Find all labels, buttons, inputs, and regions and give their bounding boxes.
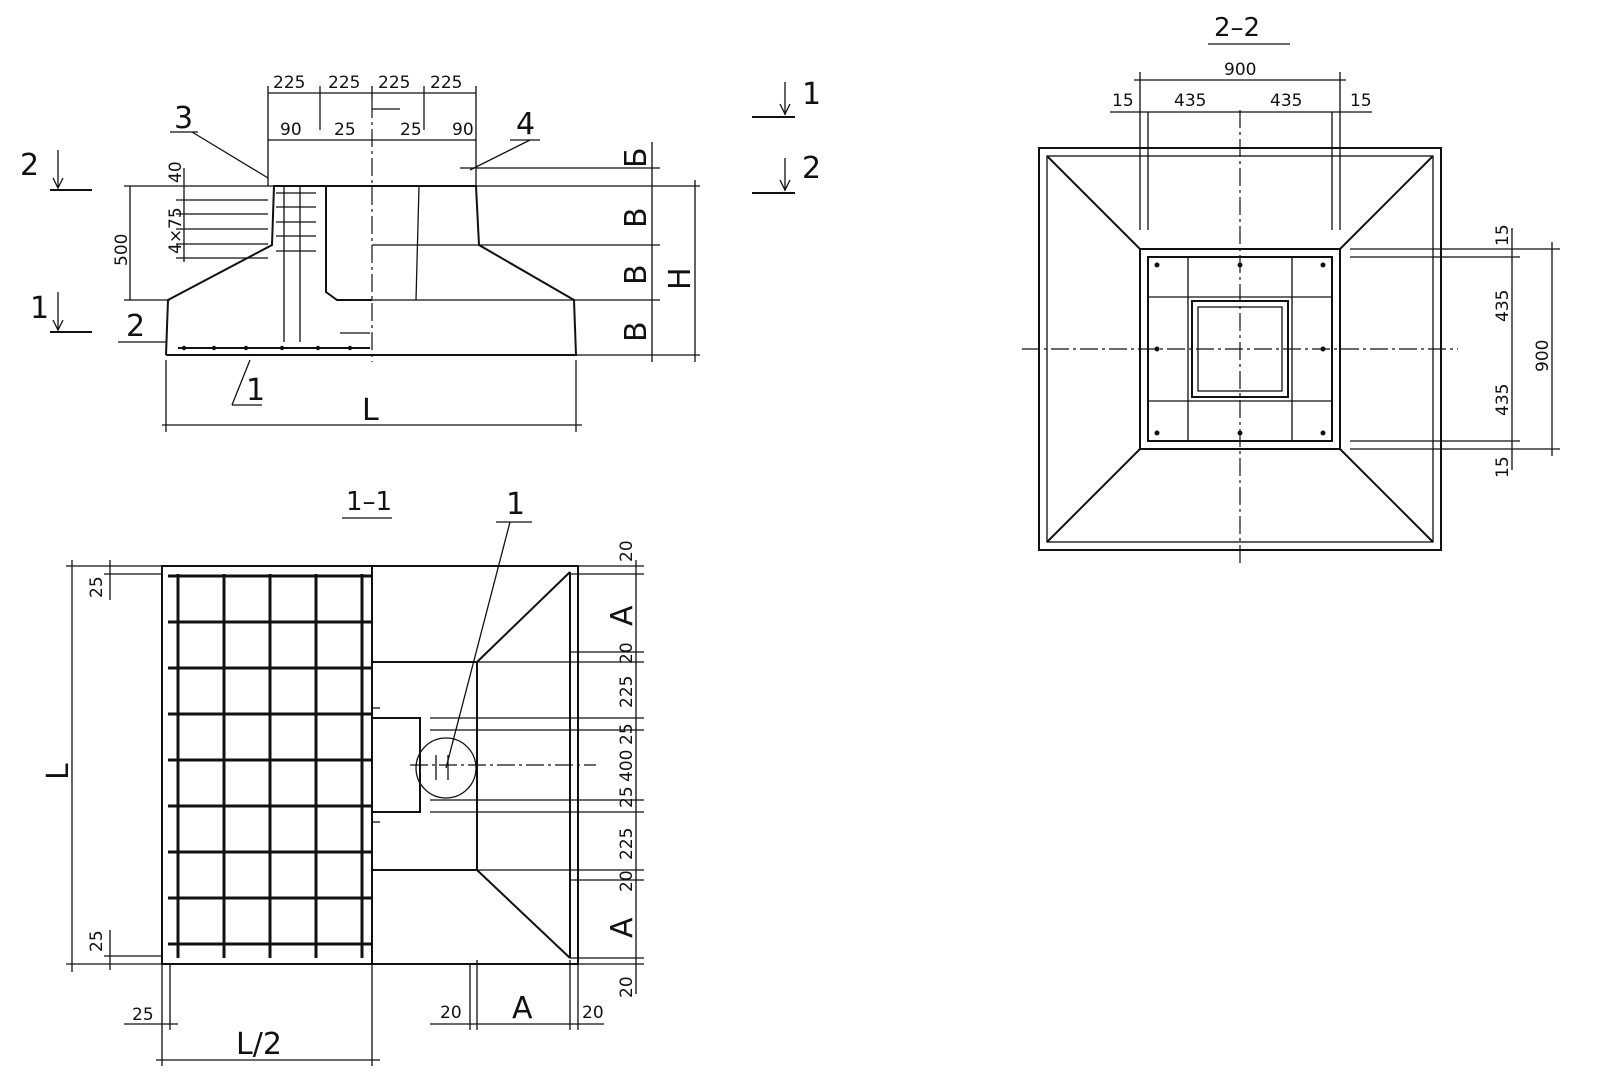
plan-anchor-dots <box>1154 262 1326 436</box>
section-2-2: 2–2 900 <box>1022 13 1560 565</box>
bottom-dim-20-left: 20 <box>440 1003 462 1023</box>
left-dim-25-top: 25 <box>87 576 107 598</box>
section-1-1-callout: 1 <box>506 487 525 522</box>
right-dim-15-top: 15 <box>1493 224 1513 246</box>
cut-mark-1-right: 1 <box>752 77 821 118</box>
inner-dim-2: 25 <box>334 120 356 140</box>
detail-circle <box>415 737 477 799</box>
section-1-1-title: 1–1 <box>346 487 392 517</box>
top-dim-3: 225 <box>378 73 410 93</box>
top-dim-2: 225 <box>328 73 360 93</box>
left-dim-L: L <box>41 763 76 780</box>
bottom-dim-20-right: 20 <box>582 1003 604 1023</box>
inner-dim-3: 25 <box>400 120 422 140</box>
cut-mark-2-right: 2 <box>752 151 821 194</box>
right-dim-400: 400 <box>617 750 637 782</box>
cut-mark-1-left: 1 <box>30 291 92 333</box>
mesh-grid <box>168 574 372 958</box>
top-dim-1: 225 <box>273 73 305 93</box>
right-dim-V1: В <box>619 207 654 228</box>
top-dim-435-left: 435 <box>1174 91 1206 111</box>
left-dim-40: 40 <box>166 161 186 183</box>
anchor-bar-right <box>415 185 420 301</box>
elevation-outline <box>165 185 578 356</box>
height-label-H: H <box>663 267 698 290</box>
left-dim-25-bottom: 25 <box>87 930 107 952</box>
bottom-dim-L-half: L/2 <box>236 1027 282 1062</box>
right-dim-25-a: 25 <box>617 723 637 745</box>
top-dim-15-right: 15 <box>1350 91 1372 111</box>
bottom-dim-L: L <box>362 393 379 428</box>
right-dim-V2: В <box>619 264 654 285</box>
inner-dim-4: 90 <box>452 120 474 140</box>
right-dim-900: 900 <box>1533 340 1553 372</box>
left-dim-4x75: 4×75 <box>166 207 186 254</box>
right-dim-225-b: 225 <box>617 828 637 860</box>
cut-mark-2-left: 2 <box>20 148 92 191</box>
svg-text:1: 1 <box>802 77 821 112</box>
right-dim-225-a: 225 <box>617 676 637 708</box>
left-dim-500: 500 <box>112 234 132 266</box>
right-dim-20-a: 20 <box>617 540 637 562</box>
section-2-2-title: 2–2 <box>1214 13 1260 43</box>
bottom-dim-A: А <box>512 991 533 1026</box>
bottom-mesh-dots <box>181 345 353 351</box>
right-dim-20-c: 20 <box>617 870 637 892</box>
top-dim-4: 225 <box>430 73 462 93</box>
right-dim-435-bottom: 435 <box>1493 384 1513 416</box>
right-dim-15-bottom: 15 <box>1493 456 1513 478</box>
inner-dim-1: 90 <box>280 120 302 140</box>
elevation-view: 225 225 225 225 90 25 25 90 40 4×75 500 … <box>20 73 821 432</box>
top-dim-900: 900 <box>1224 60 1256 80</box>
section-1-1: 1–1 <box>41 487 644 1066</box>
right-dim-20-d: 20 <box>617 976 637 998</box>
svg-text:2: 2 <box>802 151 821 186</box>
bottom-dim-25: 25 <box>132 1005 154 1025</box>
right-dim-V3: В <box>619 321 654 342</box>
right-dim-435-top: 435 <box>1493 290 1513 322</box>
cavity-left-wall <box>325 186 372 301</box>
right-dim-B-small: Б <box>619 147 654 168</box>
column-ties <box>276 192 316 252</box>
svg-text:1: 1 <box>30 291 49 326</box>
callout-1: 1 <box>246 373 265 408</box>
callout-2: 2 <box>126 309 145 344</box>
right-dim-25-b: 25 <box>617 786 637 808</box>
callout-4: 4 <box>516 107 535 142</box>
top-dim-15-left: 15 <box>1112 91 1134 111</box>
top-dim-435-right: 435 <box>1270 91 1302 111</box>
callout-3: 3 <box>174 101 193 136</box>
right-dim-20-b: 20 <box>617 642 637 664</box>
right-dim-A-top: А <box>605 605 640 626</box>
right-dim-A-bottom: А <box>605 917 640 938</box>
svg-text:2: 2 <box>20 148 39 183</box>
